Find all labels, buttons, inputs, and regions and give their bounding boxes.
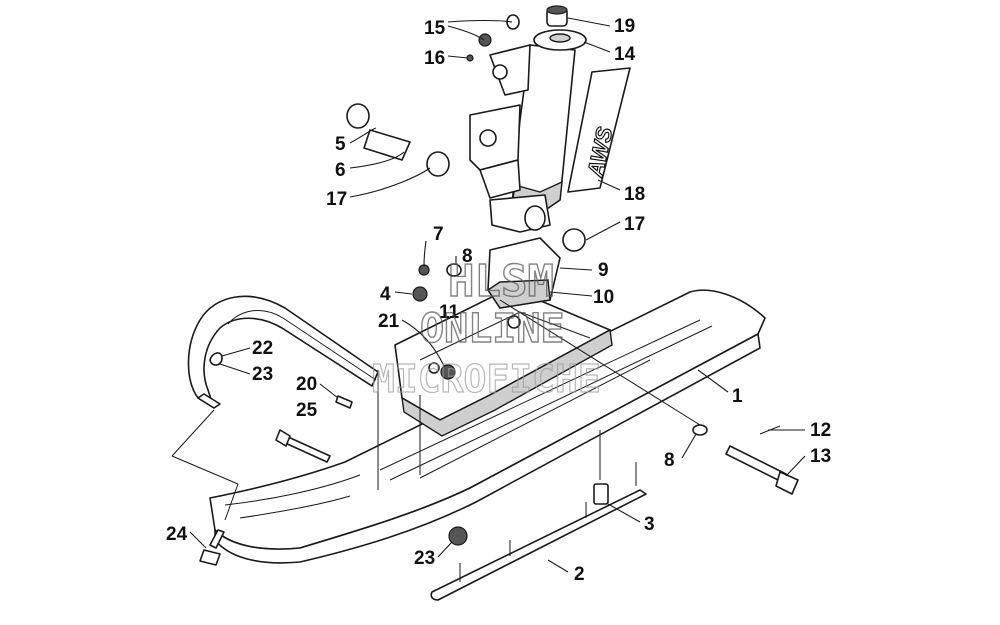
- callout-17: 17: [624, 214, 645, 235]
- callout-17: 17: [326, 189, 347, 210]
- callout-7: 7: [433, 224, 444, 245]
- callout-3: 3: [644, 514, 655, 535]
- ski-bolts: [275, 395, 353, 463]
- callout-24: 24: [166, 524, 188, 545]
- callout-18: 18: [624, 184, 645, 205]
- spindle-bushings: [346, 103, 586, 252]
- wear-bar-stud: [593, 483, 609, 505]
- ski-body: [209, 289, 766, 564]
- ski-saddle: [394, 287, 613, 437]
- callout-1: 1: [732, 386, 743, 407]
- callout-4: 4: [380, 284, 391, 305]
- callout-10: 10: [593, 287, 614, 308]
- callout-15: 15: [424, 18, 446, 39]
- ski-loop-handle: [187, 295, 379, 409]
- spindle-bolt: [725, 425, 799, 495]
- assembly-centerlines: [171, 299, 701, 521]
- callout-6: 6: [335, 160, 346, 181]
- spindle-tube: [469, 5, 587, 233]
- callout-25: 25: [296, 400, 318, 421]
- callout-19: 19: [614, 16, 635, 37]
- watermark-line-2: ONLINE: [420, 306, 565, 352]
- callout-14: 14: [614, 44, 636, 65]
- loop-bushing: [209, 352, 223, 366]
- wear-bar: [430, 462, 647, 601]
- callout-8: 8: [664, 450, 675, 471]
- callout-11: 11: [439, 302, 460, 323]
- callout-13: 13: [810, 446, 831, 467]
- callout-23: 23: [252, 364, 273, 385]
- callout-2: 2: [574, 564, 585, 585]
- callout-12: 12: [810, 420, 831, 441]
- callout-labels: 15 19 16 14 5 6 17 18 17 7 8 9 4 11 10 2…: [166, 16, 831, 585]
- callout-5: 5: [335, 134, 346, 155]
- watermark: HLSM ONLINE MICROFICHE: [371, 255, 601, 401]
- watermark-line-1: HLSM: [448, 256, 554, 307]
- callout-8: 8: [462, 246, 473, 267]
- callout-22: 22: [252, 338, 273, 359]
- spindle-decal: AWS: [567, 67, 631, 193]
- watermark-line-3: MICROFICHE: [372, 357, 601, 401]
- wear-bar-bolt: [199, 526, 468, 566]
- small-hardware: [412, 14, 708, 436]
- leader-lines: [189, 17, 806, 573]
- callout-20: 20: [296, 374, 317, 395]
- callout-16: 16: [424, 48, 445, 69]
- callout-23: 23: [414, 548, 435, 569]
- callout-21: 21: [378, 311, 400, 332]
- spring-block: [487, 237, 561, 309]
- callout-9: 9: [598, 260, 609, 281]
